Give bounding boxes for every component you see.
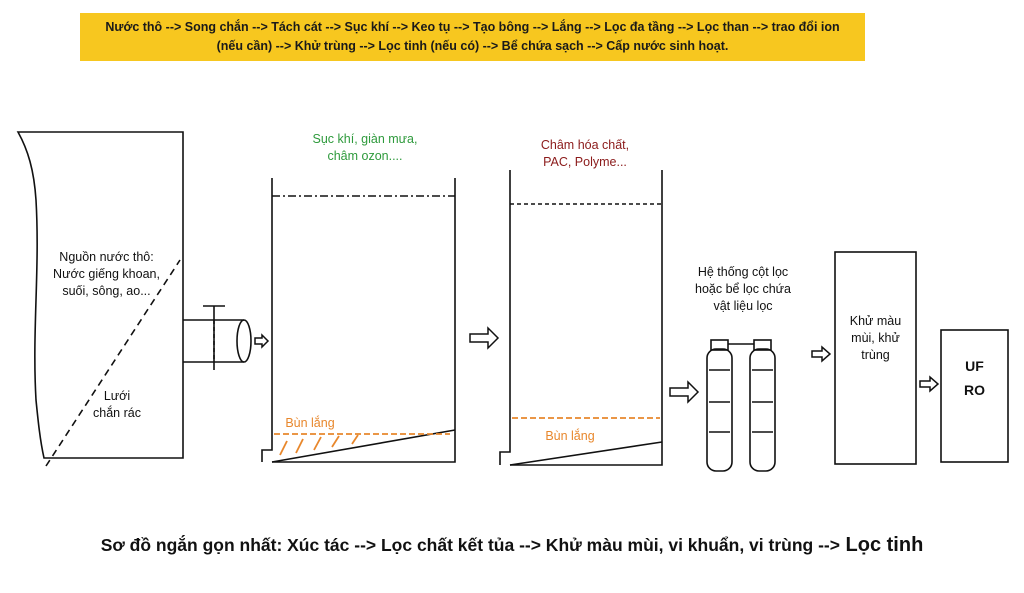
aeration-tank <box>261 178 456 463</box>
chemical-label: Châm hóa chất, PAC, Polyme... <box>505 137 665 171</box>
footer-main: Sơ đồ ngắn gọn nhất: Xúc tác --> Lọc chấ… <box>100 535 840 555</box>
settling-sludge-slope <box>509 441 663 466</box>
source-label: Nguồn nước thô: Nước giếng khoan, suối, … <box>44 249 169 300</box>
sludge-label-1: Bùn lắng <box>285 416 335 430</box>
banner-line-2: (nếu cần) --> Khử trùng --> Lọc tinh (nế… <box>216 39 729 53</box>
footer-last: Lọc tinh <box>839 534 924 556</box>
arrow-5 <box>919 375 940 393</box>
arrow-1 <box>254 333 270 349</box>
aeration-label-line-2: châm ozon.... <box>327 149 403 163</box>
uf-ro-label: UF RO <box>941 354 1008 402</box>
screen-label: Lưới chắn rác <box>82 388 152 422</box>
screen-label-line-1: Lưới <box>103 389 131 403</box>
filter-label-line-2: hoặc bể lọc chứa <box>695 282 791 296</box>
screen-label-line-2: chắn rác <box>93 406 141 420</box>
disinfection-label-line-1: Khử màu <box>849 314 902 328</box>
uf-ro-box <box>940 329 1009 463</box>
chemical-label-line-2: PAC, Polyme... <box>543 155 627 169</box>
source-label-line-1: Nguồn nước thô: <box>59 250 154 264</box>
filter-label: Hệ thống cột lọc hoặc bể lọc chứa vật li… <box>678 264 808 315</box>
chemical-label-line-1: Châm hóa chất, <box>540 138 630 152</box>
banner-line-1: Nước thô --> Song chắn --> Tách cát --> … <box>105 20 840 34</box>
aeration-label-line-1: Sục khí, giàn mưa, <box>312 132 418 146</box>
disinfection-label-line-2: mùi, khử <box>851 331 900 345</box>
arrow-4 <box>811 345 832 363</box>
source-label-line-3: suối, sông, ao... <box>62 284 151 298</box>
filter-label-line-1: Hệ thống cột lọc <box>697 265 789 279</box>
inlet-pipe-end <box>236 319 252 363</box>
disinfection-label: Khử màu mùi, khử trùng <box>835 313 916 364</box>
arrow-2 <box>469 326 500 350</box>
disinfection-label-line-3: trùng <box>861 348 890 362</box>
aeration-sludge-slope <box>271 429 456 463</box>
aeration-label: Sục khí, giàn mưa, châm ozon.... <box>290 131 440 165</box>
filter-label-line-3: vật liệu lọc <box>713 299 773 313</box>
process-banner: Nước thô --> Song chắn --> Tách cát --> … <box>80 13 865 61</box>
filter-columns <box>706 339 776 472</box>
source-label-line-2: Nước giếng khoan, <box>53 267 160 281</box>
arrow-3 <box>669 380 700 404</box>
trash-screen <box>45 259 181 467</box>
sludge-label-2: Bùn lắng <box>545 429 595 443</box>
footer-summary: Sơ đồ ngắn gọn nhất: Xúc tác --> Lọc chấ… <box>0 534 1024 557</box>
disinfection-box <box>834 251 917 465</box>
ro-label: RO <box>964 382 985 398</box>
settling-tank <box>499 170 663 466</box>
uf-label: UF <box>965 358 984 374</box>
raw-water-source <box>16 131 184 459</box>
